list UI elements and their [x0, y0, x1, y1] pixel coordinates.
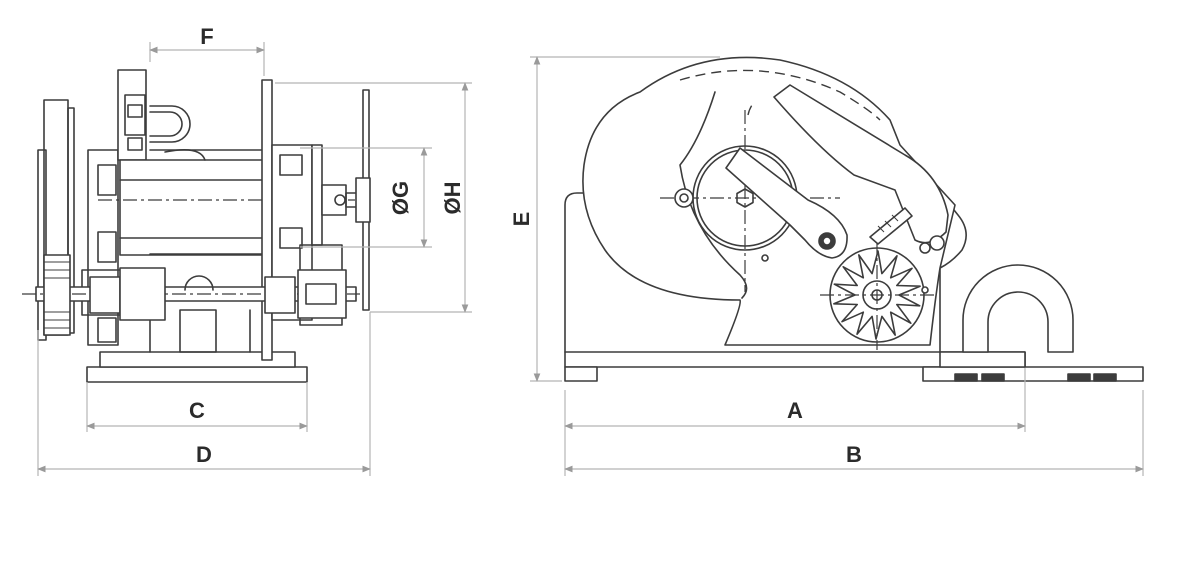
- dim-label-f: F: [200, 24, 213, 49]
- dim-label-h: ØH: [440, 182, 465, 215]
- dimension-lines: [37, 42, 1144, 476]
- dimension-labels: F C D ØG ØH E A B: [189, 24, 862, 467]
- base-nuts: [954, 373, 1117, 382]
- dim-label-g: ØG: [388, 181, 413, 215]
- side-view: [564, 56, 1144, 382]
- dim-label-e: E: [509, 212, 534, 227]
- dim-label-c: C: [189, 398, 205, 423]
- dim-label-b: B: [846, 442, 862, 467]
- dim-label-a: A: [787, 398, 803, 423]
- dim-label-d: D: [196, 442, 212, 467]
- end-view: [22, 69, 371, 383]
